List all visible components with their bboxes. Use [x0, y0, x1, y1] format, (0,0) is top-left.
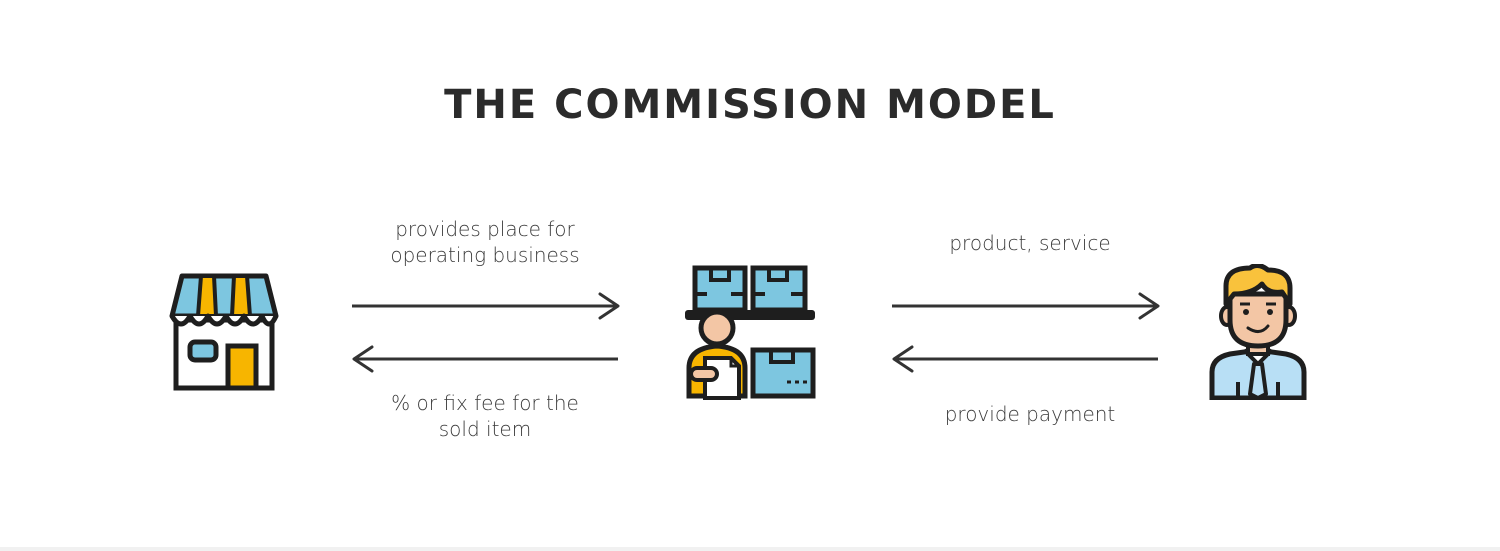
arrow-customer-to-marketplace — [892, 345, 1158, 373]
edge-label-line: product, service — [949, 231, 1111, 255]
edge-label-marketplace-to-customer: product, service — [880, 230, 1180, 256]
edge-label-line: provides place for — [395, 217, 575, 241]
edge-label-line: operating business — [390, 243, 580, 267]
arrow-store-to-marketplace — [352, 292, 620, 320]
edge-label-line: provide payment — [944, 402, 1116, 426]
diagram-title: THE COMMISSION MODEL — [444, 82, 1056, 128]
customer-icon — [1209, 264, 1307, 400]
warehouse-worker-icon — [685, 265, 816, 400]
arrow-marketplace-to-customer — [892, 292, 1160, 320]
edge-label-customer-to-marketplace: provide payment — [880, 401, 1180, 427]
bottom-divider — [0, 547, 1500, 551]
edge-label-line: sold item — [438, 417, 532, 441]
edge-label-store-to-marketplace: provides place for operating business — [335, 216, 635, 268]
storefront-icon — [169, 273, 279, 391]
edge-label-marketplace-to-store: % or fix fee for the sold item — [335, 390, 635, 442]
arrow-marketplace-to-store — [352, 345, 618, 373]
edge-label-line: % or fix fee for the — [391, 391, 579, 415]
